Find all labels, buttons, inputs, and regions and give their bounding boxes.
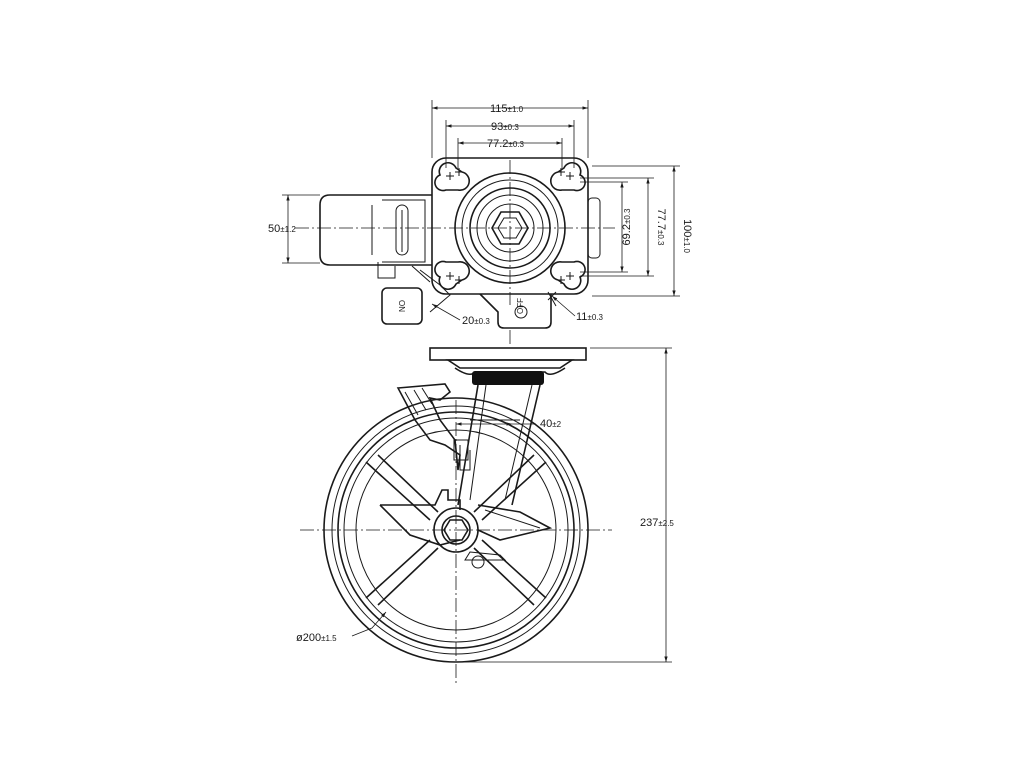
dim-hole-spacing-inner: 77.2±0.3: [487, 138, 524, 150]
dim-hole-vertical-inner: 69.2±0.3: [621, 208, 633, 245]
brake-pedal-off: OFF: [479, 293, 552, 329]
side-view: [300, 347, 612, 685]
dim-wheel-diameter: ø200±1.5: [296, 632, 337, 644]
mounting-hole-top-right: [549, 162, 586, 192]
mounting-hole-top-left: [434, 162, 471, 192]
dim-brake-width: 50±1.2: [268, 223, 296, 235]
hex-nut: [491, 211, 529, 245]
side-plate: [429, 347, 587, 361]
dim-hole-vertical-outer: 77.7±0.3: [655, 209, 667, 246]
dim-hole-spacing-outer: 93±0.3: [491, 121, 519, 133]
mounting-hole-bottom-left: [434, 260, 471, 290]
top-view: ON OFF: [295, 157, 615, 345]
side-view-dimensions: 237±2.5 40±2 ø200±1.5: [296, 347, 674, 663]
top-view-dimensions: 115±1.0 93±0.3 77.2±0.3 100±1.0 77.7±0.3…: [268, 100, 693, 327]
mounting-hole-bottom-right: [549, 260, 586, 290]
dim-slot-length: 11±0.3: [576, 311, 603, 323]
dim-slot-width: 20±0.3: [462, 315, 490, 327]
brake-off-label: OFF: [516, 298, 525, 314]
brake-on-label: ON: [397, 300, 406, 312]
dim-total-height: 237±2.5: [640, 517, 674, 529]
bearing-ring: [472, 371, 544, 385]
dim-plate-height: 100±1.0: [681, 219, 693, 253]
brake-mechanism: [379, 383, 553, 561]
brake-pedal-on: ON: [381, 287, 423, 325]
dim-plate-width: 115±1.0: [490, 103, 524, 115]
dim-offset: 40±2: [540, 418, 562, 430]
